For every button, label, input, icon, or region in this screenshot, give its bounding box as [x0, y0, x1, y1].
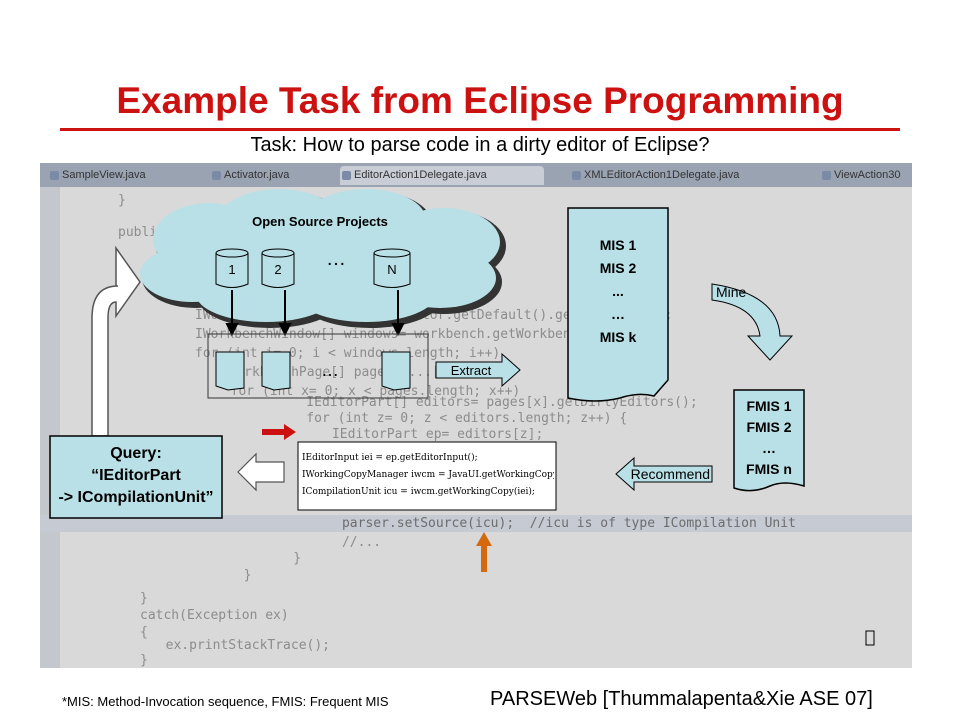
repo-2-label: 2	[274, 262, 282, 277]
result-code-line: IWorkingCopyManager iwcm = JavaUI.getWor…	[302, 470, 554, 480]
tab-activator[interactable]: Activator.java	[210, 166, 324, 185]
query-box	[49, 435, 223, 519]
footnote: *MIS: Method-Invocation sequence, FMIS: …	[62, 694, 389, 709]
recommend-arrow	[615, 456, 713, 492]
citation: PARSEWeb [Thummalapenta&Xie ASE 07]	[490, 688, 873, 710]
code-line: }	[118, 193, 126, 208]
extract-arrow	[435, 352, 521, 388]
extracted-doc	[381, 351, 411, 391]
query-line: Query:	[110, 445, 162, 462]
editor-tab-bar: SampleView.java Activator.java EditorAct…	[40, 163, 912, 187]
current-line-highlight	[40, 515, 912, 532]
code-line: ex.printStackTrace();	[150, 638, 331, 653]
code-line: }	[228, 568, 252, 583]
to-query-arrow	[237, 452, 285, 492]
mine-label: Mine	[716, 284, 747, 300]
extracted-doc	[215, 351, 245, 391]
recommend-label: Recommend	[630, 466, 710, 482]
result-code-text: IEditorInput iei = ep.getEditorInput(); …	[302, 450, 554, 501]
query-box-text: Query: “IEditorPart -> ICompilationUnit”	[44, 443, 228, 509]
orange-up-arrow	[476, 532, 492, 572]
fmis-line: …	[762, 440, 776, 456]
cloud-ellipsis: …	[326, 248, 346, 270]
tab-editoraction1delegate[interactable]: EditorAction1Delegate.java	[340, 166, 544, 185]
mis-line: …	[611, 306, 625, 322]
code-line: publi	[118, 225, 158, 240]
fmis-document	[733, 389, 805, 492]
code-line: {	[140, 625, 148, 640]
code-line: IEditorPart[] editors= pages[x].getDirty…	[275, 395, 698, 410]
cloud-label: Open Source Projects	[252, 214, 388, 229]
mis-line: MIS 2	[599, 260, 637, 276]
slide-title: Example Task from Eclipse Programming	[116, 80, 844, 121]
code-line: }	[140, 653, 148, 668]
mis-line: MIS k	[599, 329, 637, 345]
result-code-line: IEditorInput iei = ep.getEditorInput();	[302, 453, 478, 463]
mis-document	[567, 207, 669, 402]
extract-label: Extract	[450, 363, 492, 378]
result-code-line: ICompilationUnit icu = iwcm.getWorkingCo…	[302, 487, 535, 497]
docs-ellipsis: …	[321, 360, 339, 380]
fmis-line: FMIS n	[746, 461, 792, 477]
title-underline	[60, 128, 900, 131]
extracted-docs-frame	[207, 333, 429, 399]
tab-sampleview[interactable]: SampleView.java	[48, 166, 174, 185]
red-arrow	[262, 424, 296, 440]
glyph-box-icon	[865, 630, 875, 646]
mis-line: MIS 1	[599, 237, 637, 253]
code-line: catch(Exception ex)	[140, 608, 289, 623]
task-subtitle: Task: How to parse code in a dirty edito…	[250, 134, 710, 156]
code-line: }	[262, 551, 302, 566]
repo-n-label: N	[387, 262, 397, 277]
repo-down-arrows	[225, 290, 405, 337]
repo-1-label: 1	[228, 262, 236, 277]
repo-cylinder-1	[215, 248, 249, 288]
repo-cylinder-2	[261, 248, 295, 288]
mine-arrow	[711, 283, 794, 361]
query-line: -> ICompilationUnit”	[58, 489, 214, 506]
curved-up-arrow	[91, 245, 141, 437]
code-line: IEditorPart ep= editors[z];	[285, 427, 544, 442]
code-line: for (int z= 0; z < editors.length; z++) …	[275, 411, 628, 426]
tab-viewaction30[interactable]: ViewAction30	[820, 166, 912, 185]
mis-box-text: MIS 1 MIS 2 ... … MIS k	[568, 234, 668, 349]
fmis-box-text: FMIS 1 FMIS 2 … FMIS n	[734, 396, 804, 480]
result-code-box	[297, 441, 557, 511]
fmis-line: FMIS 2	[746, 419, 792, 435]
extracted-doc	[261, 351, 291, 391]
tab-xmleditoraction1delegate[interactable]: XMLEditorAction1Delegate.java	[570, 166, 784, 185]
code-line-highlighted: parser.setSource(icu); //icu is of type …	[295, 516, 796, 531]
repo-cylinder-n	[373, 248, 411, 288]
code-line: //...	[295, 535, 382, 550]
query-line: “IEditorPart	[91, 467, 181, 484]
fmis-line: FMIS 1	[746, 398, 792, 414]
mis-line: ...	[612, 283, 624, 299]
editor-gutter	[40, 187, 60, 668]
code-line: }	[140, 591, 148, 606]
